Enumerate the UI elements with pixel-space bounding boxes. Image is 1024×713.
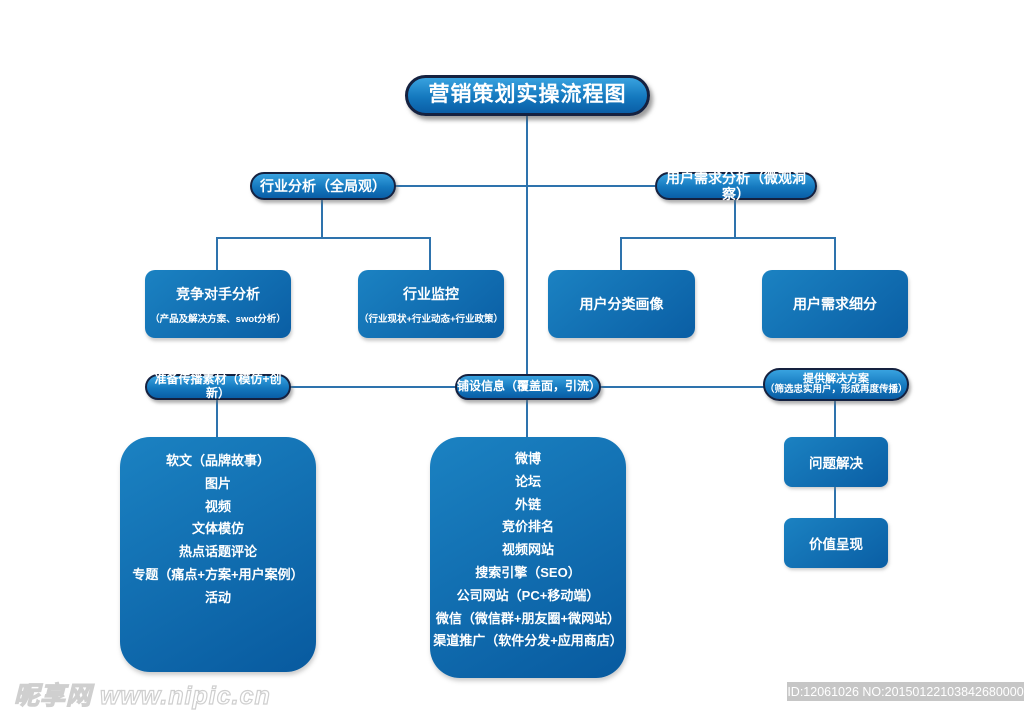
node-value-presentation: 价值呈现 [784, 518, 888, 568]
node-title: 用户分类画像 [579, 296, 664, 312]
node-provide-solution: 提供解决方案 （筛选忠实用户，形成再度传播） [763, 368, 909, 401]
node-competitor-analysis: 竞争对手分析 （产品及解决方案、swot分析） [145, 270, 291, 338]
list-item: 搜索引擎（SEO） [475, 564, 581, 580]
node-label: 价值呈现 [809, 537, 863, 552]
list-item: 专题（痛点+方案+用户案例） [132, 566, 304, 582]
connector-drop-monitoring [429, 237, 431, 270]
connector-drop-spread-box [526, 400, 528, 437]
list-item: 渠道推广（软件分发+应用商店） [433, 633, 623, 649]
list-item: 文体模仿 [191, 521, 244, 537]
connector-level4-left [290, 386, 456, 388]
node-demand-segmentation: 用户需求细分 [762, 270, 908, 338]
node-subtitle: （产品及解决方案、swot分析） [150, 313, 286, 325]
node-label: 问题解决 [809, 456, 863, 471]
node-problem-solving: 问题解决 [784, 437, 888, 487]
list-item: 热点话题评论 [178, 544, 257, 560]
connector-level2 [395, 185, 655, 187]
node-user-demand-analysis: 用户需求分析（微观洞察） [655, 169, 817, 202]
list-item: 图片 [204, 475, 231, 491]
list-item: 活动 [204, 589, 231, 605]
list-item: 论坛 [514, 473, 541, 489]
node-materials-list: 软文（品牌故事） 图片 视频 文体模仿 热点话题评论 专题（痛点+方案+用户案例… [120, 437, 316, 672]
node-label: 用户需求分析（微观洞察） [666, 169, 806, 202]
node-label-line1: 提供解决方案 [803, 372, 869, 385]
node-prepare-materials: 准备传播素材（模仿+创新） [145, 372, 291, 400]
node-user-persona: 用户分类画像 [548, 270, 695, 338]
connector-right-branch [620, 237, 836, 239]
connector-drop-segmentation [834, 237, 836, 270]
connector-drop-persona [620, 237, 622, 270]
node-label: 准备传播素材（模仿+创新） [154, 372, 282, 400]
node-label: 铺设信息（覆盖面，引流） [457, 379, 602, 394]
node-title: 用户需求细分 [793, 296, 877, 312]
connector-trunk [526, 116, 528, 374]
site-watermark: 昵享网 www.nipic.cn [13, 681, 271, 710]
list-item: 视频网站 [501, 542, 554, 558]
connector-drop-competitor [216, 237, 218, 270]
node-industry-monitoring: 行业监控 （行业现状+行业动态+行业政策） [358, 270, 504, 338]
page-title: 营销策划实操流程图 [428, 83, 627, 107]
node-industry-analysis: 行业分析（全局观） [250, 172, 396, 200]
image-id-bar: ID:12061026 NO:20150122103842680000 [787, 682, 1024, 701]
list-item: 软文（品牌故事） [165, 453, 270, 468]
connector-problem-value [834, 487, 836, 518]
list-item: 微信（微信群+朋友圈+微网站） [435, 610, 621, 626]
list-item: 公司网站（PC+移动端） [456, 587, 600, 603]
list-item: 微博 [514, 451, 541, 466]
node-title: 竞争对手分析 [176, 285, 260, 302]
list-item: 外链 [514, 496, 541, 512]
node-spread-info: 铺设信息（覆盖面，引流） [455, 374, 601, 400]
node-spread-channels-list: 微博 论坛 外链 竞价排名 视频网站 搜索引擎（SEO） 公司网站（PC+移动端… [430, 437, 626, 678]
connector-drop-problem-box [834, 400, 836, 437]
connector-left-branch [216, 237, 430, 239]
list-item: 竞价排名 [501, 519, 554, 535]
list-item: 视频 [204, 498, 231, 514]
node-label: 行业分析（全局观） [260, 177, 386, 194]
connector-left-pill-drop [321, 199, 323, 238]
node-title: 行业监控 [403, 285, 459, 302]
connector-right-pill-drop [734, 199, 736, 238]
connector-level4-right [600, 386, 764, 388]
node-label-line2: （筛选忠实用户，形成再度传播） [765, 384, 908, 396]
title-node: 营销策划实操流程图 [405, 75, 650, 116]
connector-drop-materials-box [216, 400, 218, 437]
node-subtitle: （行业现状+行业动态+行业政策） [358, 313, 504, 325]
